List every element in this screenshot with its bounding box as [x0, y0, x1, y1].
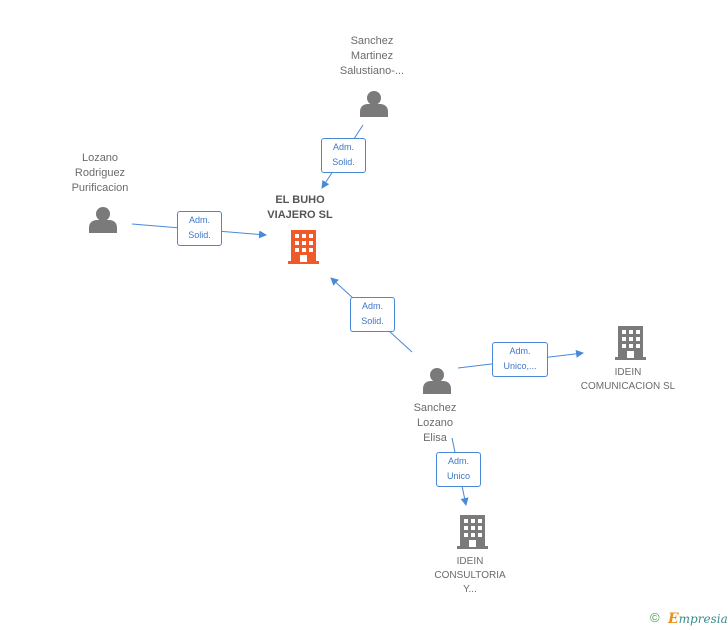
node-label-lozano-rodriguez[interactable]: Lozano Rodriguez Purificacion	[71, 152, 129, 194]
brand-logo: Empresia	[668, 611, 728, 627]
edge-label-elisa-to-consultoria: Adm. Unico	[436, 452, 481, 487]
edge-label-martinez-to-buho: Adm. Solid.	[321, 138, 366, 173]
edge-label-elisa-to-buho: Adm. Solid.	[350, 297, 395, 332]
edge-label-lozano-to-buho: Adm. Solid.	[177, 211, 222, 246]
brand-rest: mpresia	[678, 612, 728, 626]
edge-label-elisa-to-comunicacion: Adm. Unico,...	[492, 342, 548, 377]
building-icon[interactable]	[615, 326, 646, 360]
node-label-idein-consultoria[interactable]: IDEIN CONSULTORIA Y...	[434, 556, 506, 595]
node-label-el-buho-viajero[interactable]: EL BUHO VIAJERO SL	[267, 194, 333, 221]
node-label-idein-comunicacion[interactable]: IDEIN COMUNICACION SL	[580, 367, 676, 392]
person-icon[interactable]	[423, 368, 451, 394]
brand-initial: E	[668, 611, 679, 627]
person-icon[interactable]	[360, 91, 388, 117]
building-icon[interactable]	[288, 230, 319, 264]
copyright-symbol: ©	[650, 610, 660, 625]
building-icon[interactable]	[457, 515, 488, 549]
person-icon[interactable]	[89, 207, 117, 233]
node-label-sanchez-martinez[interactable]: Sanchez Martinez Salustiano-...	[339, 35, 405, 77]
node-label-sanchez-lozano[interactable]: Sanchez Lozano Elisa	[413, 402, 457, 444]
